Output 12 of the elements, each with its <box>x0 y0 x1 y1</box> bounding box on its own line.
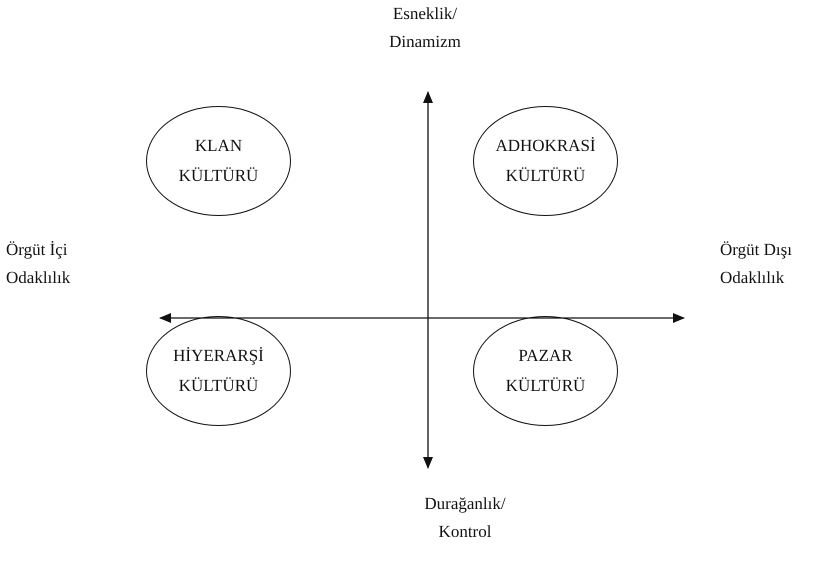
node-label: KLAN KÜLTÜRÜ <box>178 135 260 187</box>
culture-ellipse <box>146 106 291 216</box>
node-label: PAZAR KÜLTÜRÜ <box>504 345 586 397</box>
culture-ellipse <box>473 106 618 216</box>
node-label: ADHOKRASİ KÜLTÜRÜ <box>494 135 597 187</box>
culture-ellipse <box>473 316 618 426</box>
culture-ellipse <box>146 316 291 426</box>
axis-label: Örgüt İçi Odaklılık <box>6 239 72 289</box>
axis-label: Durağanlık/ Kontrol <box>423 493 507 543</box>
node-label: HİYERARŞİ KÜLTÜRÜ <box>172 345 265 397</box>
axis-label: Esneklik/ Dinamizm <box>388 3 462 53</box>
axis-label: Örgüt Dışı Odaklılık <box>720 239 793 289</box>
